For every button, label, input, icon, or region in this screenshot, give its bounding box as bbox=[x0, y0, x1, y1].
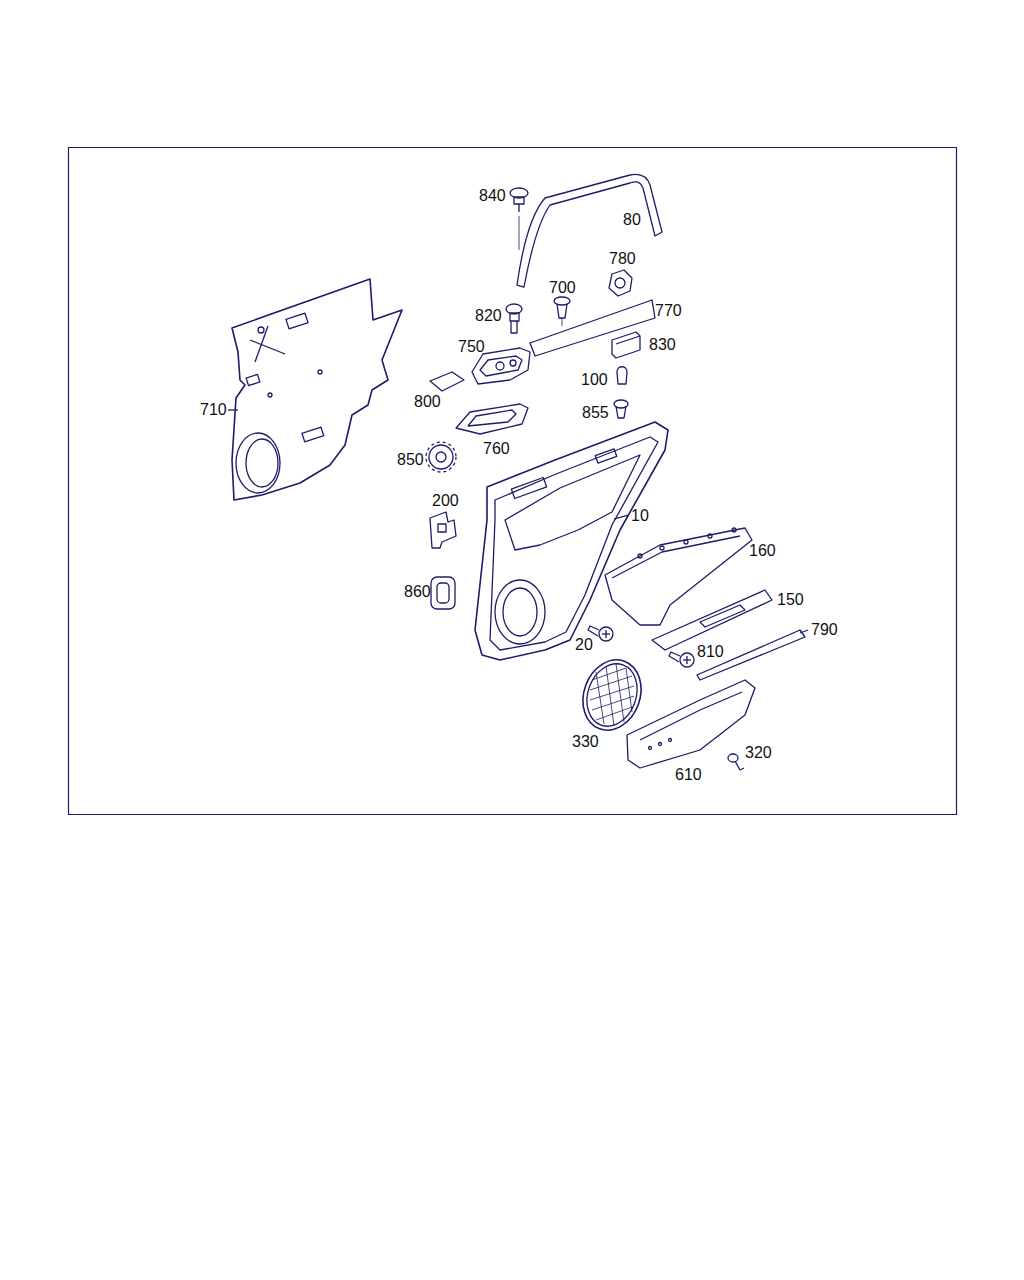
callout-number: 770 bbox=[654, 302, 683, 320]
callout-number: 860 bbox=[403, 583, 432, 601]
handle-bezel bbox=[456, 404, 528, 434]
callout-number: 320 bbox=[744, 744, 773, 762]
gear bbox=[426, 442, 456, 472]
armrest bbox=[605, 528, 752, 625]
callout-number: 700 bbox=[548, 279, 577, 297]
callout-number: 750 bbox=[457, 338, 486, 356]
hex-nut bbox=[609, 270, 632, 296]
callout-number: 850 bbox=[396, 451, 425, 469]
leader-line bbox=[800, 630, 808, 633]
callout-number: 810 bbox=[696, 643, 725, 661]
callout-number: 610 bbox=[674, 766, 703, 784]
clip bbox=[614, 400, 628, 418]
callout-number: 330 bbox=[571, 733, 600, 751]
callout-number: 150 bbox=[776, 591, 805, 609]
lower-trim bbox=[627, 680, 755, 768]
callout-number: 160 bbox=[748, 542, 777, 560]
clip bbox=[554, 297, 570, 326]
callout-number: 830 bbox=[648, 336, 677, 354]
pad bbox=[430, 372, 464, 391]
callout-number: 760 bbox=[482, 440, 511, 458]
screw bbox=[669, 652, 694, 667]
frame bbox=[69, 148, 957, 815]
clip bbox=[728, 754, 744, 770]
door-pull bbox=[652, 590, 772, 650]
callout-number: 820 bbox=[474, 307, 503, 325]
callout-number: 790 bbox=[810, 621, 839, 639]
callout-number: 710 bbox=[199, 401, 228, 419]
callout-number: 200 bbox=[431, 492, 460, 510]
bracket bbox=[430, 512, 456, 548]
callout-number: 780 bbox=[608, 250, 637, 268]
hex-nut-hole bbox=[615, 278, 625, 288]
bulb bbox=[617, 367, 627, 384]
callout-number: 10 bbox=[630, 507, 650, 525]
trim-strip bbox=[530, 300, 655, 356]
bolt bbox=[506, 304, 522, 333]
callout-number: 800 bbox=[413, 393, 442, 411]
trim-strip bbox=[697, 630, 805, 680]
callout-number: 840 bbox=[478, 187, 507, 205]
bolt bbox=[510, 188, 528, 250]
speaker-grille bbox=[573, 652, 650, 739]
callout-number: 855 bbox=[581, 404, 610, 422]
window-trim bbox=[517, 174, 662, 287]
callout-number: 100 bbox=[580, 371, 609, 389]
callout-number: 80 bbox=[622, 211, 642, 229]
insulation-sheet bbox=[228, 279, 402, 500]
clip bbox=[612, 332, 640, 358]
ring bbox=[431, 577, 455, 609]
callout-number: 20 bbox=[574, 636, 594, 654]
